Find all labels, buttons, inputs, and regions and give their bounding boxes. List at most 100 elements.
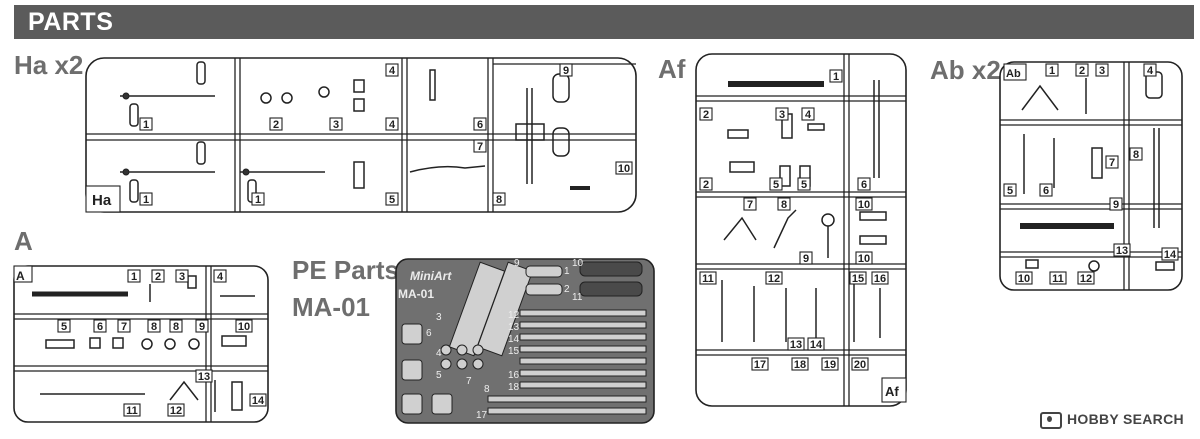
part-number: 10 [238, 321, 250, 333]
part-number: 12 [768, 273, 780, 285]
sprue-ha-diagram: 1 2 3 4 4 5 6 7 8 9 10 1 1 Ha [85, 57, 637, 213]
part-number: 3 [779, 109, 785, 121]
watermark-text: HOBBY SEARCH [1067, 411, 1184, 427]
sprue-ha-label: Ha x2 [14, 50, 84, 80]
part-number: 3 [333, 119, 339, 131]
part-number: 2 [1079, 65, 1085, 77]
part-number: 4 [389, 119, 396, 131]
pe-brand: MiniArt [410, 269, 452, 283]
part-number: 10 [858, 253, 870, 265]
sprue-af-diagram: 1 2 3 4 2 5 5 6 7 8 9 10 10 11 12 13 14 … [695, 53, 907, 407]
part-number: 8 [173, 321, 179, 333]
part-number: 1 [1049, 65, 1055, 77]
part-number: 1 [833, 71, 839, 83]
part-number: 8 [496, 194, 502, 206]
part-number: 5 [61, 321, 67, 333]
part-number: 8 [1133, 149, 1139, 161]
part-number: 17 [476, 410, 488, 421]
part-number: 6 [1043, 185, 1049, 197]
part-number: 13 [508, 322, 520, 333]
sprue-ab-code: Ab [1006, 68, 1021, 80]
sprue-ha-number-labels: 1 2 3 4 4 5 6 7 8 9 10 1 1 [139, 63, 633, 206]
part-number: 6 [426, 328, 432, 339]
sprue-ab-label: Ab x2 [930, 55, 1001, 85]
part-number: 3 [1099, 65, 1105, 77]
part-number: 12 [508, 310, 520, 321]
part-number: 7 [747, 199, 753, 211]
sprue-af-code: Af [885, 384, 899, 399]
part-number: 18 [508, 382, 520, 393]
hobby-search-watermark: HOBBY SEARCH [1040, 411, 1184, 429]
part-number: 11 [572, 292, 583, 303]
pe-parts-code-label: MA-01 [292, 292, 371, 322]
part-number: 5 [773, 179, 779, 191]
part-number: 9 [199, 321, 205, 333]
part-number: 14 [252, 395, 265, 407]
part-number: 3 [179, 271, 185, 283]
part-number: 1 [255, 194, 261, 206]
part-number: 1 [143, 194, 149, 206]
part-number: 13 [1116, 245, 1128, 257]
part-number: 5 [801, 179, 807, 191]
part-number: 5 [436, 370, 442, 381]
part-number: 15 [852, 273, 864, 285]
sprue-a-code: A [16, 269, 25, 283]
pe-fret-code: MA-01 [398, 287, 434, 301]
sprue-a-number-labels: 1 2 3 4 5 6 7 8 8 9 10 11 12 13 14 [57, 269, 267, 417]
part-number: 8 [484, 384, 490, 395]
part-number: 4 [1147, 65, 1154, 77]
part-number: 14 [508, 334, 520, 345]
part-number: 7 [477, 141, 483, 153]
part-number: 11 [1052, 273, 1064, 285]
part-number: 1 [564, 266, 570, 277]
part-number: 14 [1164, 249, 1177, 261]
part-number: 4 [805, 109, 812, 121]
part-number: 6 [477, 119, 483, 131]
part-number: 9 [1113, 199, 1119, 211]
part-number: 8 [781, 199, 787, 211]
sprue-af-label: Af [658, 54, 686, 84]
pe-number-labels: 1 2 3 4 5 6 7 8 9 10 11 12 13 14 15 16 1… [426, 258, 584, 421]
part-number: 17 [754, 359, 766, 371]
sprue-af-number-labels: 1 2 3 4 2 5 5 6 7 8 9 10 10 11 12 13 14 … [699, 69, 889, 371]
part-number: 13 [790, 339, 802, 351]
part-number: 19 [824, 359, 836, 371]
part-number: 6 [97, 321, 103, 333]
part-number: 16 [508, 370, 520, 381]
part-number: 1 [131, 271, 137, 283]
part-number: 2 [564, 284, 570, 295]
part-number: 5 [389, 194, 395, 206]
part-number: 10 [572, 258, 584, 269]
part-number: 4 [217, 271, 224, 283]
part-number: 4 [436, 348, 442, 359]
part-number: 10 [1018, 273, 1030, 285]
part-number: 14 [810, 339, 823, 351]
part-number: 20 [854, 359, 866, 371]
pe-fret-diagram: MiniArt MA-01 1 2 3 4 5 6 7 8 9 10 11 12… [395, 258, 655, 424]
part-number: 2 [703, 179, 709, 191]
part-number: 7 [1109, 157, 1115, 169]
part-number: 6 [861, 179, 867, 191]
sprue-a-diagram: 1 2 3 4 5 6 7 8 8 9 10 11 12 13 14 A [13, 265, 269, 423]
part-number: 2 [155, 271, 161, 283]
sprue-ab-number-labels: 1 2 3 4 5 6 7 8 9 10 11 12 13 14 [1003, 63, 1179, 285]
part-number: 7 [121, 321, 127, 333]
parts-header-bar: PARTS [14, 5, 1194, 39]
part-number: 8 [151, 321, 157, 333]
part-number: 9 [803, 253, 809, 265]
part-number: 11 [126, 405, 138, 417]
pe-parts-label: PE Parts [292, 255, 399, 285]
part-number: 12 [170, 405, 182, 417]
part-number: 15 [508, 346, 520, 357]
part-number: 2 [273, 119, 279, 131]
part-number: 10 [858, 199, 870, 211]
sprue-a-label: A [14, 226, 33, 256]
part-number: 12 [1080, 273, 1092, 285]
sprue-ab-diagram: 1 2 3 4 5 6 7 8 9 10 11 12 13 14 Ab [999, 61, 1183, 291]
part-number: 9 [514, 258, 520, 269]
part-number: 5 [1007, 185, 1013, 197]
part-number: 10 [618, 163, 630, 175]
part-number: 1 [143, 119, 149, 131]
part-number: 11 [702, 273, 714, 285]
part-number: 18 [794, 359, 806, 371]
